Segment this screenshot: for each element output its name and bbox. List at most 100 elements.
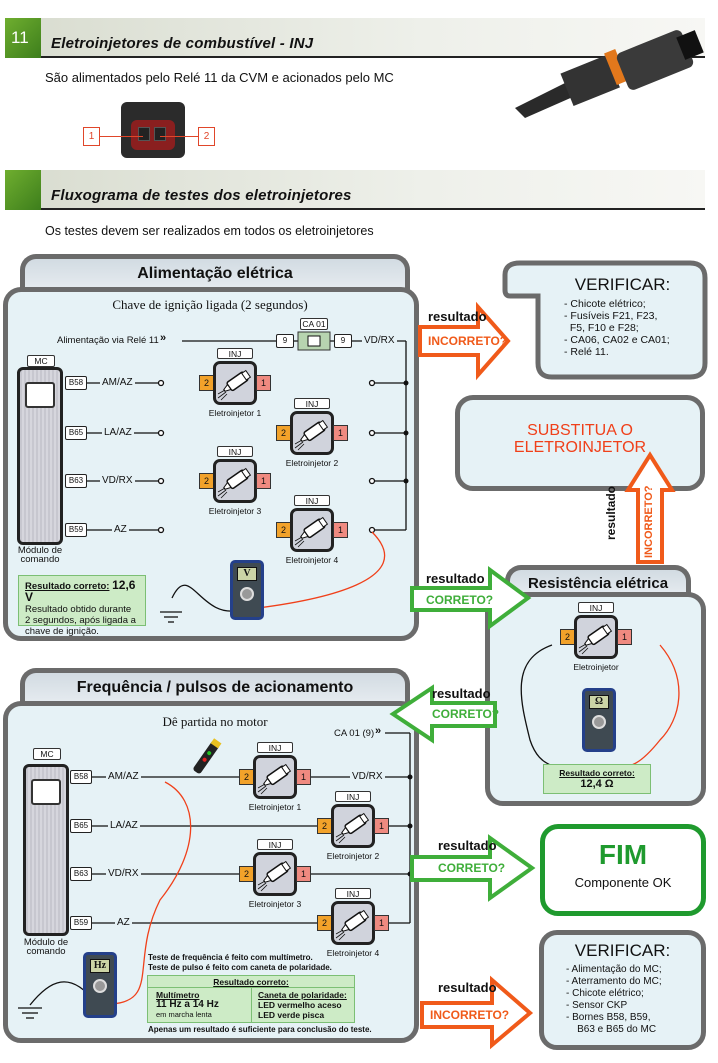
verify-2-item: - Alimentação do MC; — [566, 964, 662, 975]
injector-photo — [515, 30, 704, 118]
mc-pin: B63 — [70, 867, 92, 881]
wire-label: LA/AZ — [108, 820, 140, 831]
verify-box-2: VERIFICAR: - Alimentação do MC; - Aterra… — [539, 930, 706, 1050]
injector-icon — [213, 361, 257, 405]
mc-pin: B63 — [65, 474, 87, 488]
wire-label: AM/AZ — [100, 377, 135, 388]
fim-box: FIM Componente OK — [540, 824, 706, 916]
mc-pin: B58 — [65, 376, 87, 390]
injector-icon — [574, 615, 618, 659]
arrow-correct-2-label: CORRETO? — [438, 861, 506, 875]
verify-2-item: - Chicote elétrico; — [566, 988, 644, 999]
out-wire-label: VD/RX — [350, 771, 385, 782]
control-module — [17, 367, 63, 545]
section-number: 11 — [5, 18, 41, 58]
section-title: Fluxograma de testes dos eletroinjetores — [51, 187, 352, 204]
chip-icon — [25, 382, 55, 408]
verify-1-item: - Relé 11. — [564, 346, 609, 358]
verify-2-title: VERIFICAR: — [574, 941, 671, 960]
verify-1-item: - CA06, CA02 e CA01; — [564, 334, 670, 346]
mc-tag: MC — [27, 355, 55, 367]
multimeter-hz: Hz — [83, 952, 117, 1018]
feed-arrow-icon: » — [160, 332, 167, 344]
verify-2-item: B63 e B65 do MC — [566, 1024, 657, 1035]
section-header-flowchart: Fluxograma de testes dos eletroinjetores — [5, 170, 705, 210]
arrow-incorrect-1 — [418, 301, 511, 381]
arrow-incorrect-2-label: INCORRETO? — [430, 1008, 510, 1022]
intro-text: São alimentados pelo Relé 11 da CVM e ac… — [45, 70, 394, 85]
arrow-incorrect-up — [624, 451, 676, 564]
panel2-subtitle: Dê partida no motor — [162, 714, 268, 729]
injector-icon — [290, 411, 334, 455]
connector-pin-1-label: 1 — [83, 127, 100, 146]
ca01-pin-right: 9 — [334, 334, 352, 348]
mc-tag: MC — [33, 748, 61, 760]
ca01-tag: CA 01 — [300, 318, 328, 330]
verify-2-item: - Sensor CKP — [566, 1000, 628, 1011]
arrow-incorrect-1-label: INCORRETO? — [428, 334, 508, 348]
arrow-correct-2 — [410, 834, 536, 902]
control-module — [23, 764, 69, 936]
injector-icon — [331, 901, 375, 945]
multimeter-voltage: V — [230, 560, 264, 620]
replace-line-2: ELETROINJETOR — [513, 439, 647, 456]
mc-caption: Módulo de comando — [23, 937, 69, 957]
wire-label: LA/AZ — [102, 427, 134, 438]
wire-label: VD/RX — [100, 475, 135, 486]
feed-label: Alimentação via Relé 11 — [57, 335, 159, 346]
wire-label: VD/RX — [106, 868, 141, 879]
fim-title: FIM — [598, 839, 648, 870]
verify-box-1-content: VERIFICAR: - Chicote elétrico; - Fusívei… — [540, 270, 705, 358]
mc-pin: B59 — [70, 916, 92, 930]
injector-icon — [290, 508, 334, 552]
injector-icon — [213, 459, 257, 503]
resistance-result: Resultado correto: 12,4 Ω — [543, 764, 651, 794]
mc-pin: B65 — [70, 819, 92, 833]
verify-1-item: - Fusíveis F21, F23, — [564, 310, 658, 322]
arrow-correct-left-label: CORRETO? — [432, 707, 500, 721]
multimeter-ohm: Ω — [582, 688, 616, 752]
feed-wire-label: VD/RX — [362, 335, 397, 346]
mc-pin: B58 — [70, 770, 92, 784]
arrow-correct-left — [389, 684, 497, 744]
replace-line-1: SUBSTITUA O — [527, 422, 633, 439]
connector-image — [121, 102, 185, 158]
injector-icon — [253, 755, 297, 799]
wire-label: AZ — [112, 524, 129, 535]
arrow-correct-1-label: CORRETO? — [426, 593, 494, 607]
voltage-value: 12,6 V — [25, 578, 136, 604]
panel1-result: Resultado correto: 12,6 V Resultado obti… — [18, 575, 146, 637]
verify-1-item: F5, F10 e F28; — [564, 322, 639, 334]
frequency-value: 11 Hz a 14 Hz — [156, 999, 219, 1010]
arrow-incorrect-up-label: INCORRETO? — [643, 485, 655, 558]
arrow-incorrect-2 — [420, 975, 534, 1050]
mc-caption: Módulo de comando — [17, 545, 63, 565]
verify-1-item: - Chicote elétrico; — [564, 298, 646, 310]
mc-pin: B65 — [65, 426, 87, 440]
section-title: Eletroinjetores de combustível - INJ — [51, 35, 314, 52]
resistance-value: 12,4 Ω — [580, 778, 614, 790]
panel2-notes: Teste de frequência é feito com multímet… — [148, 953, 332, 972]
panel2-result-table: Resultado correto: Multímetro 11 Hz a 14… — [147, 975, 355, 1023]
arrow-correct-1 — [410, 566, 532, 630]
fim-subtitle: Componente OK — [574, 875, 672, 890]
mc-pin: B59 — [65, 523, 87, 537]
feed-arrow-icon: » — [375, 725, 382, 737]
verify-2-item: - Aterramento do MC; — [566, 976, 662, 987]
panel1-subtitle: Chave de ignição ligada (2 segundos) — [112, 297, 308, 312]
verify-2-item: - Bornes B58, B59, — [566, 1012, 651, 1023]
connector-pin-2-label: 2 — [198, 127, 215, 146]
wire-label: AZ — [115, 917, 132, 928]
panel2-footer: Apenas um resultado é suficiente para co… — [148, 1025, 372, 1034]
section-header-11: 11 Eletroinjetores de combustível - INJ — [5, 18, 705, 58]
wire-label: AM/AZ — [106, 771, 141, 782]
